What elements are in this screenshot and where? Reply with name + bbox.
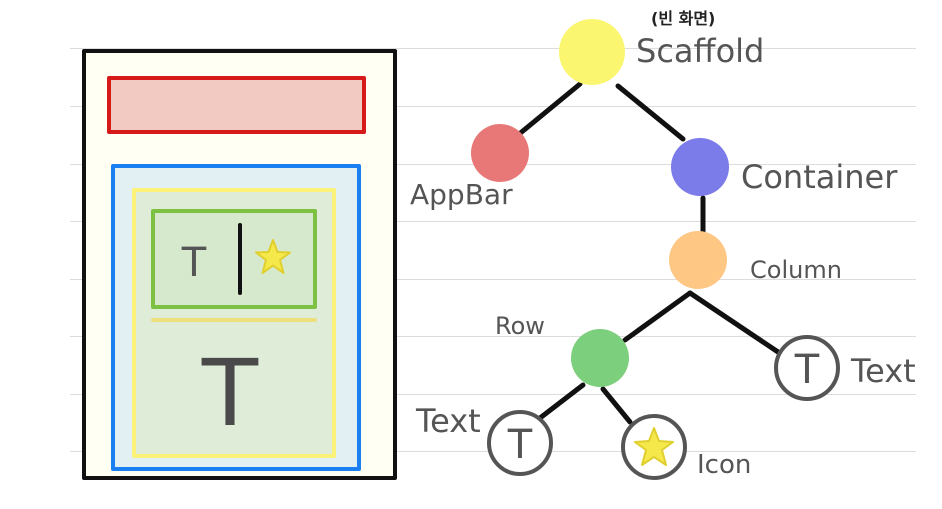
edge-scaffold-appbar: [515, 81, 583, 138]
edge-row-icon: [600, 386, 633, 425]
row-text-glyph: T: [181, 240, 207, 286]
star-icon: [634, 427, 674, 466]
row-label: Row: [495, 312, 545, 340]
text-right-label: Text: [851, 352, 916, 390]
appbar-box: [107, 76, 366, 134]
appbar-label: AppBar: [410, 178, 513, 211]
node-column: [669, 231, 727, 289]
ruled-line: [70, 106, 916, 107]
star-icon: [255, 239, 291, 274]
column-label: Column: [750, 256, 842, 284]
ruled-line: [70, 394, 916, 395]
ruled-line: [70, 221, 916, 222]
node-scaffold: [559, 19, 625, 85]
edge-column-text: [687, 290, 781, 355]
node-row: [571, 329, 629, 387]
node-container: [671, 138, 729, 196]
ruled-line: [70, 279, 916, 280]
row-box: T: [151, 209, 317, 309]
node-text-left: [487, 410, 553, 476]
edge-row-text: [537, 382, 586, 421]
column-underline: [151, 318, 317, 322]
edge-column-row: [622, 290, 693, 343]
ruled-line: [70, 48, 916, 49]
column-box: T T: [132, 188, 336, 458]
node-appbar: [471, 124, 529, 182]
edge-scaffold-container: [615, 83, 686, 142]
container-label: Container: [741, 158, 898, 196]
icon-label: Icon: [697, 450, 752, 480]
container-box: T T: [111, 164, 361, 471]
row-divider: [238, 223, 242, 295]
text-left-label: Text: [416, 402, 481, 440]
node-text-right: [774, 335, 840, 401]
scaffold-label: Scaffold: [636, 32, 765, 70]
ruled-line: [70, 336, 916, 337]
phone-wireframe: T T: [82, 49, 397, 480]
node-text-right-glyph: T: [794, 347, 820, 393]
column-text-glyph: T: [201, 340, 259, 447]
node-text-left-glyph: T: [507, 422, 533, 468]
scaffold-note: (빈 화면): [651, 9, 716, 28]
